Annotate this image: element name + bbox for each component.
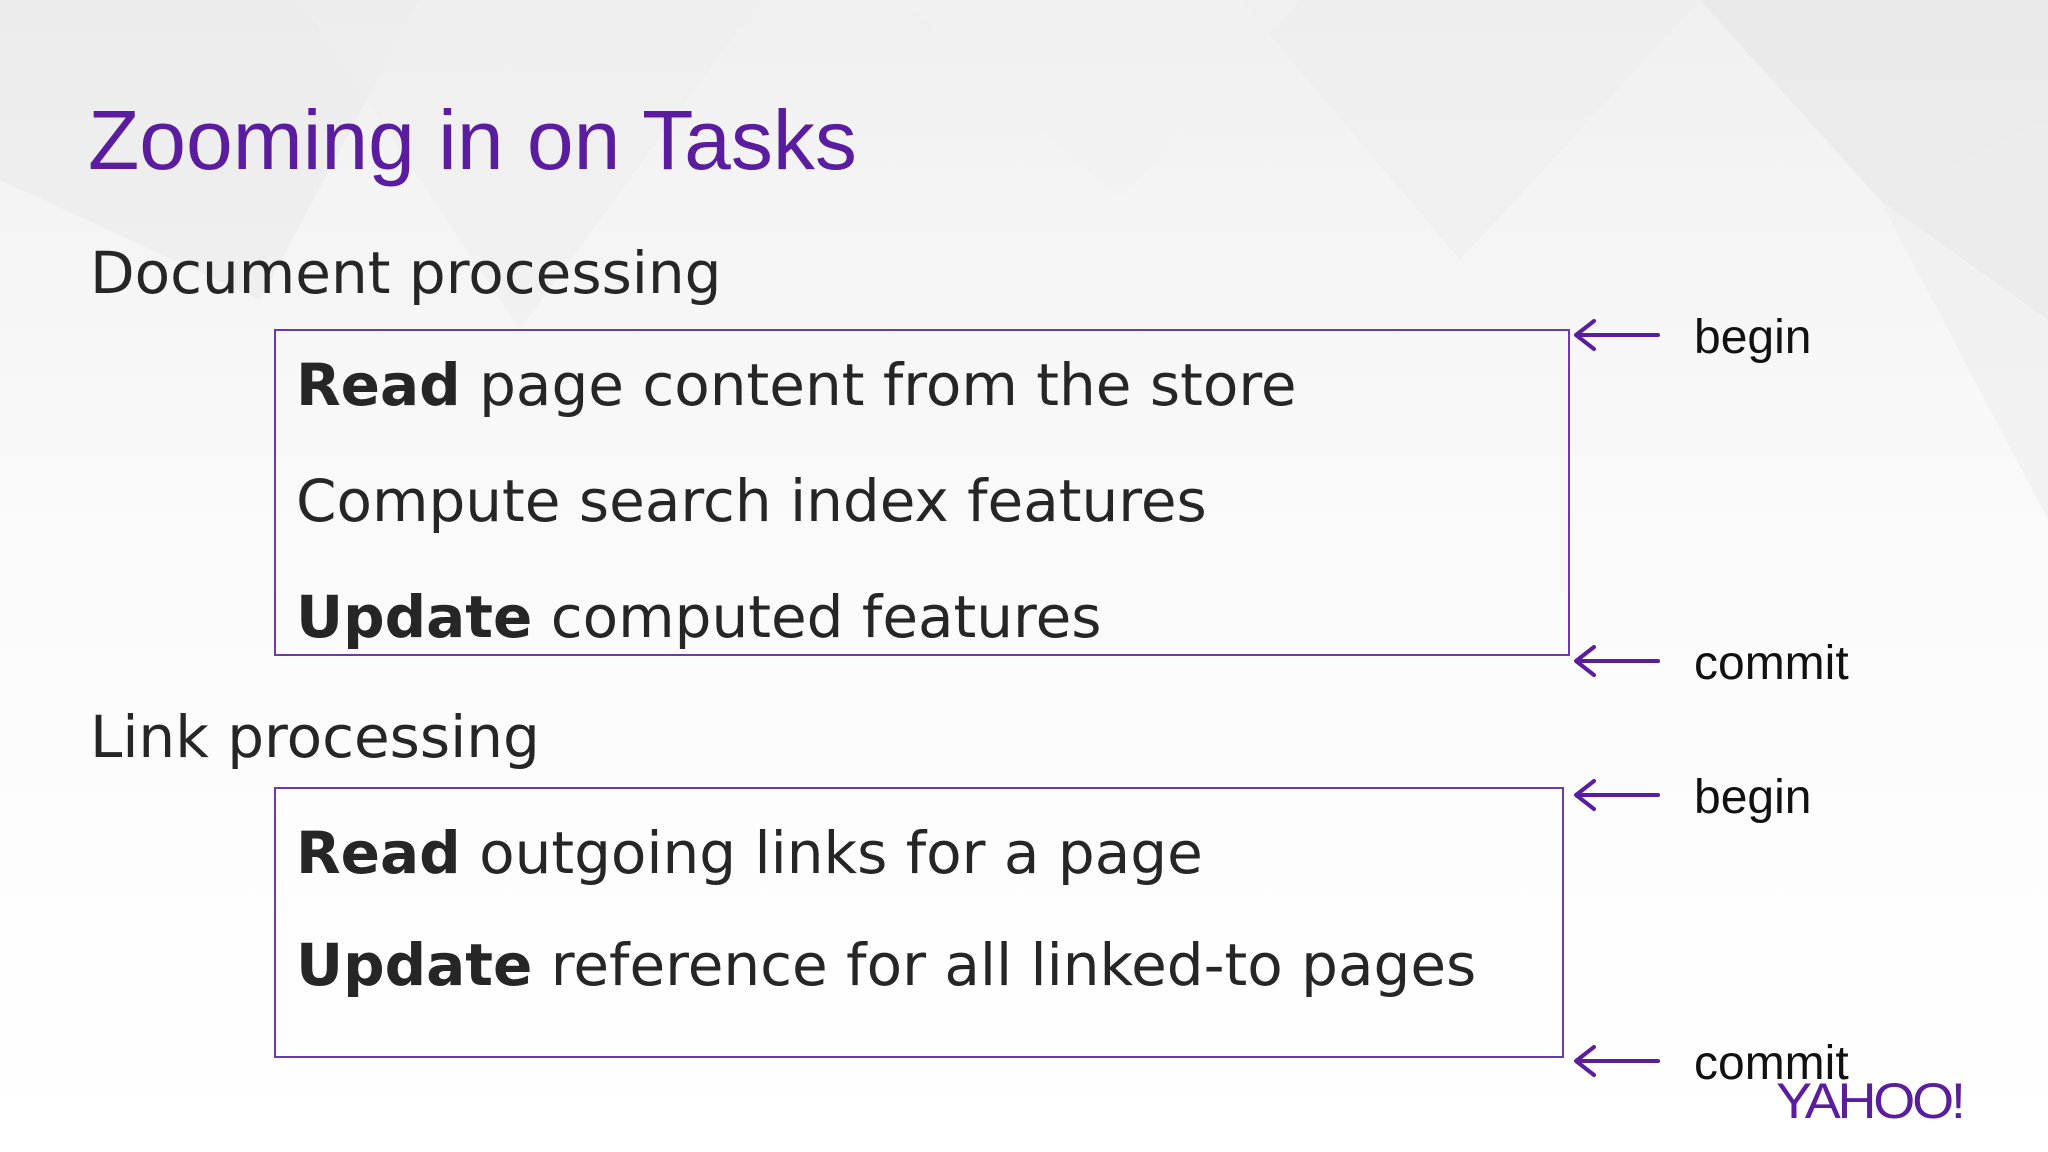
task-text: outgoing links for a page	[460, 819, 1203, 887]
task-verb: Update	[296, 931, 533, 999]
begin-marker-link: begin	[1572, 770, 1872, 830]
task-verb: Read	[296, 819, 461, 887]
arrow-left-icon	[1574, 645, 1660, 677]
commit-marker-document: commit	[1572, 636, 1872, 696]
arrow-left-icon	[1574, 1045, 1660, 1077]
arrow-left-icon	[1574, 779, 1660, 811]
commit-label: commit	[1694, 1037, 1849, 1090]
commit-marker-link: commit	[1572, 1036, 1872, 1096]
task-update-features: Update computed features	[296, 582, 1102, 652]
task-text: Compute search index features	[296, 467, 1207, 535]
task-update-references: Update reference for all linked-to pages	[296, 930, 1476, 1000]
task-box-link-processing	[274, 787, 1564, 1058]
section-heading-document-processing: Document processing	[90, 239, 722, 307]
yahoo-logo: YAHOO!	[1776, 1073, 1966, 1129]
slide-title: Zooming in on Tasks	[88, 93, 857, 187]
task-text: page content from the store	[460, 351, 1297, 419]
task-read-page-content: Read page content from the store	[296, 350, 1297, 420]
task-box-document-processing	[274, 329, 1570, 656]
task-text: computed features	[532, 583, 1102, 651]
begin-label: begin	[1694, 311, 1812, 364]
section-heading-link-processing: Link processing	[90, 703, 540, 771]
task-compute-features: Compute search index features	[296, 466, 1207, 536]
task-verb: Update	[296, 583, 533, 651]
arrow-left-icon	[1574, 319, 1660, 351]
task-text: reference for all linked-to pages	[532, 931, 1477, 999]
commit-label: commit	[1694, 637, 1849, 690]
task-verb: Read	[296, 351, 461, 419]
begin-label: begin	[1694, 771, 1812, 824]
begin-marker-document: begin	[1572, 310, 1872, 370]
task-read-outgoing-links: Read outgoing links for a page	[296, 818, 1203, 888]
